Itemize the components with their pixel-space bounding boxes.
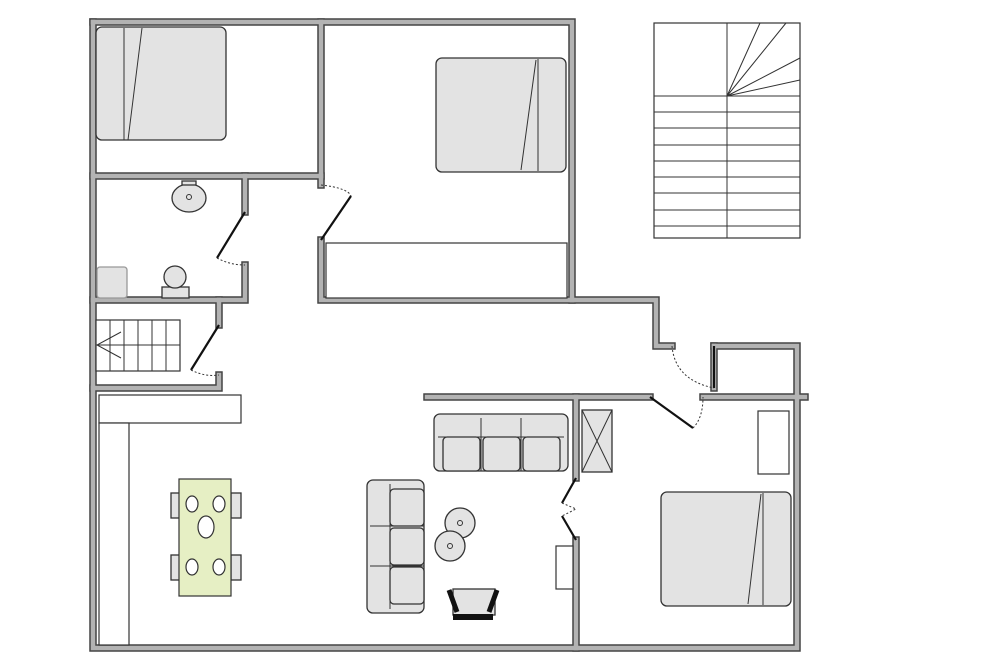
storage-cabinet bbox=[581, 409, 613, 473]
kitchen-counter-top bbox=[98, 394, 242, 424]
wardrobe-top-center bbox=[325, 242, 568, 299]
sofa-left bbox=[366, 479, 425, 614]
kitchen-counter-side bbox=[98, 422, 130, 646]
shower-icon bbox=[96, 266, 128, 299]
side-tables bbox=[434, 507, 476, 562]
armchair bbox=[446, 588, 500, 620]
tv-stand bbox=[555, 545, 574, 590]
bed-top-left bbox=[95, 26, 227, 141]
bed-bottom-right bbox=[660, 491, 792, 607]
dresser bbox=[757, 410, 790, 475]
staircase bbox=[653, 22, 801, 239]
sink-icon bbox=[171, 180, 207, 213]
toilet-icon bbox=[161, 265, 190, 299]
stairs-small bbox=[95, 319, 181, 372]
dining-table bbox=[170, 478, 242, 597]
bed-top-center bbox=[435, 57, 567, 173]
doors bbox=[190, 184, 716, 541]
sofa-top bbox=[433, 413, 569, 472]
